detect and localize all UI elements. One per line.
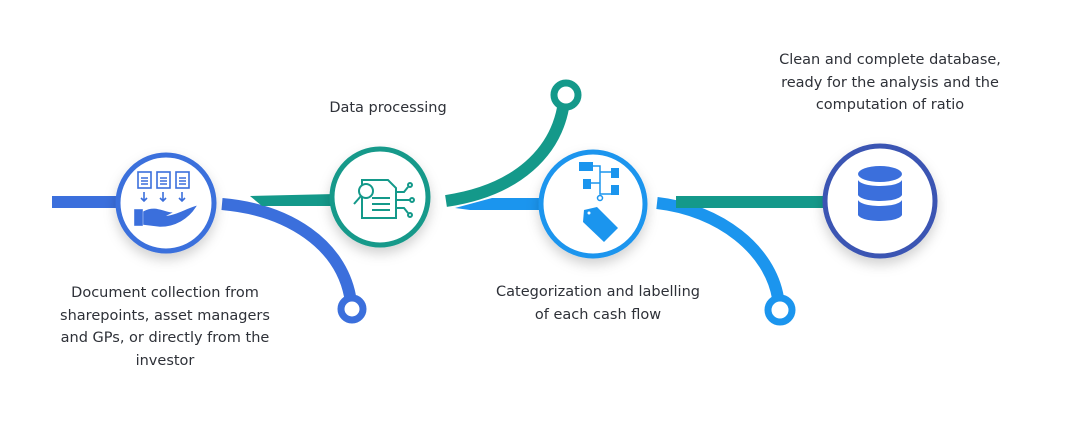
blue-branch-down — [221, 198, 356, 298]
teal-branch-end-ring — [550, 79, 582, 111]
step-2-node — [329, 146, 431, 248]
label-line: Document collection from — [71, 285, 259, 301]
lightblue-branch-end-ring — [764, 294, 796, 326]
label-line: investor — [135, 352, 195, 369]
hierarchy-tag-icon — [579, 162, 619, 242]
documents-hand-icon — [134, 171, 197, 227]
step-2-label: Data processing — [288, 97, 488, 120]
label-line: of each cash flow — [534, 306, 662, 323]
step-3-label: Categorization and labelling of each cas… — [468, 281, 728, 326]
label-line: Categorization and labelling — [496, 284, 700, 300]
label-line: Data processing — [329, 100, 447, 116]
step-4-label: Clean and complete database, ready for t… — [755, 49, 1025, 117]
blue-connector-left — [52, 196, 122, 208]
blue-branch-end-ring — [337, 294, 367, 324]
teal-connector-2 — [676, 196, 826, 208]
label-line: Clean and complete database, — [779, 52, 1001, 68]
step-4-node — [822, 143, 938, 259]
label-line: and GPs, or directly from the — [60, 330, 270, 346]
step-1-node — [115, 152, 217, 254]
teal-branch-up — [445, 106, 569, 207]
step-1-label: Document collection from sharepoints, as… — [40, 282, 290, 372]
database-icon — [858, 166, 902, 221]
label-line: sharepoints, asset managers — [60, 307, 270, 324]
document-search-icon — [353, 179, 415, 219]
step-3-node — [538, 149, 648, 259]
teal-connector-1 — [250, 194, 335, 206]
label-line: ready for the analysis and the — [781, 74, 999, 91]
label-line: computation of ratio — [815, 97, 965, 113]
lightblue-connector — [455, 198, 545, 210]
